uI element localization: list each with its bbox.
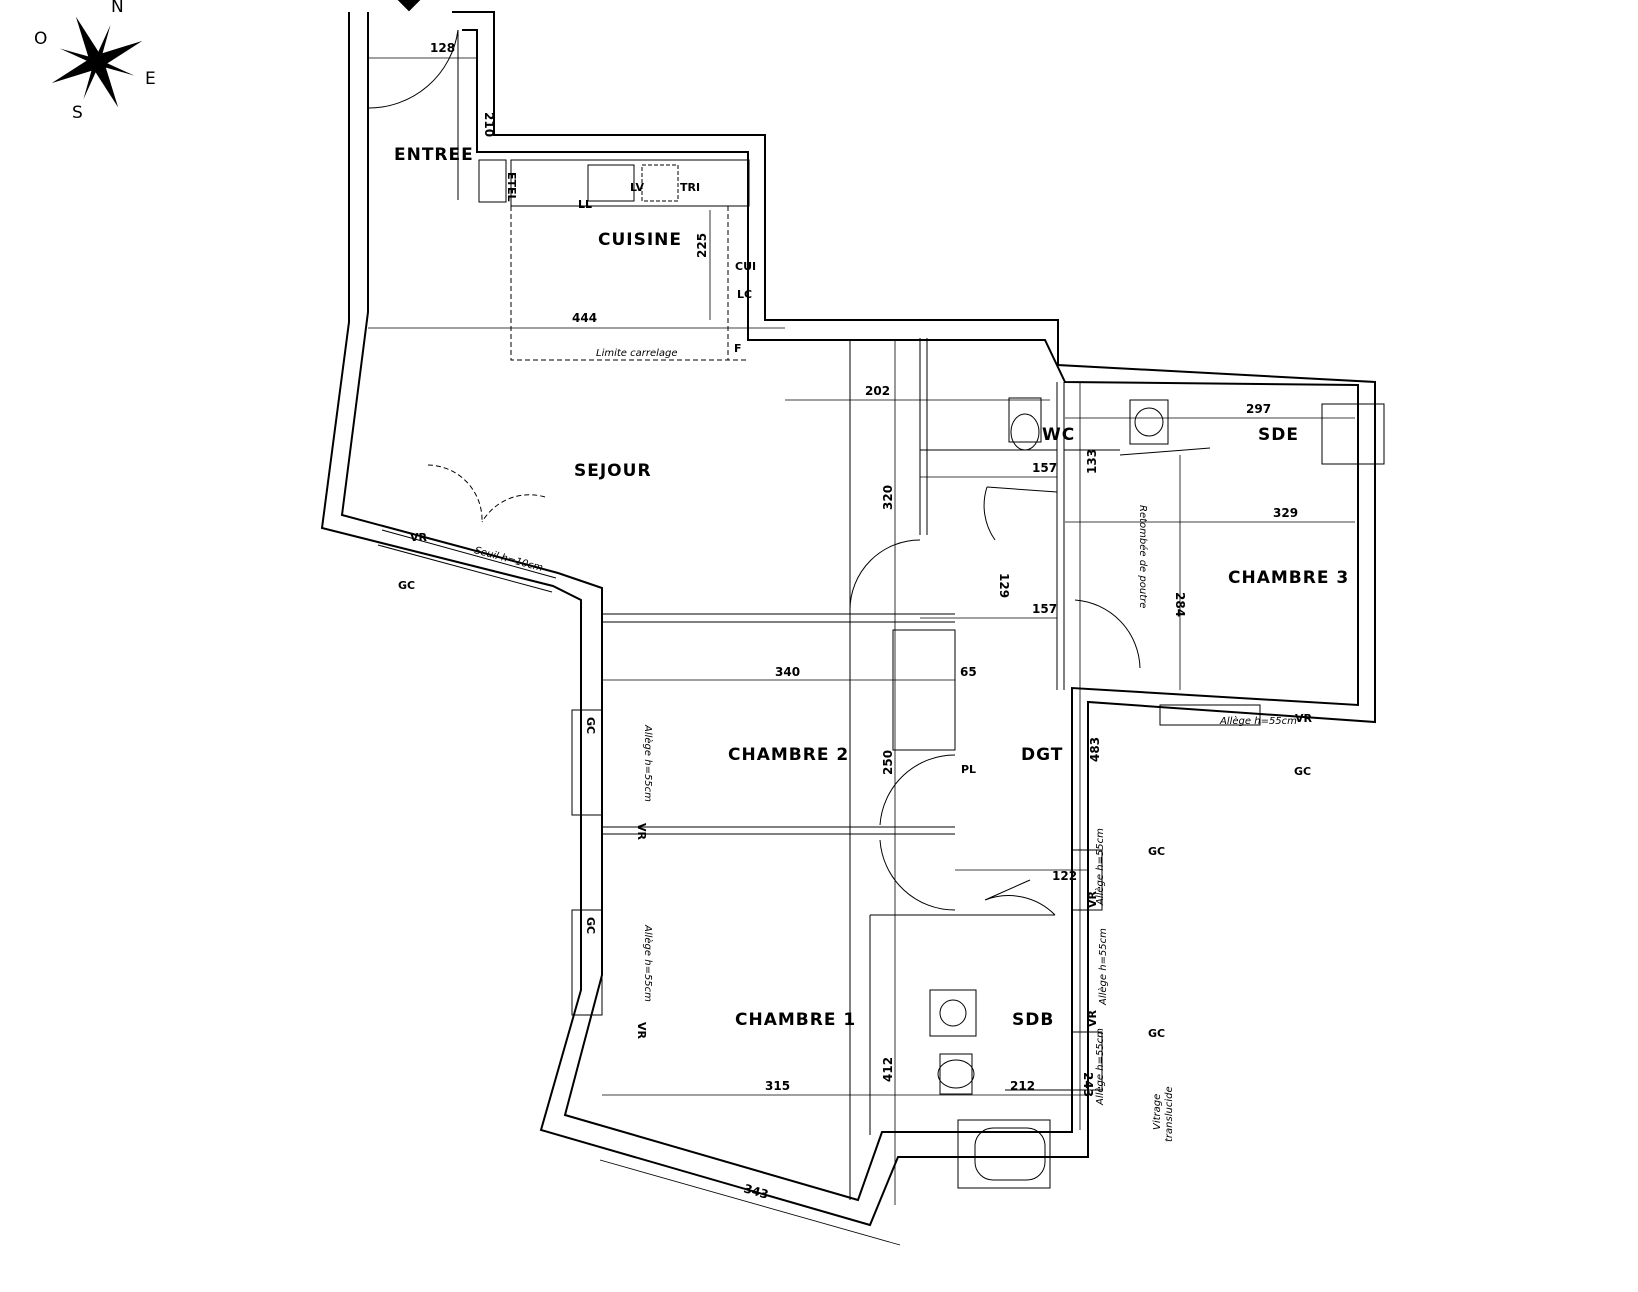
note-seuil: Seuil h=10cm [473, 545, 544, 574]
fixture-label-gc-sdb: GC [1148, 1027, 1165, 1040]
dim-label-483: 483 [1088, 737, 1102, 762]
compass-label-n: N [111, 0, 124, 17]
note-translucide: translucide [1164, 1086, 1175, 1142]
room-labels: ENTREE CUISINE SEJOUR WC SDE CHAMBRE 3 C… [394, 145, 1349, 1030]
dim-label-212: 212 [1010, 1079, 1035, 1093]
dim-label-128: 128 [430, 41, 455, 55]
room-label-sdb: SDB [1012, 1010, 1054, 1030]
fixture-label-vr-chambre3: VR [1295, 712, 1313, 725]
fixture-label-f: F [734, 342, 742, 355]
room-label-cuisine: CUISINE [598, 230, 682, 250]
dim-label-202: 202 [865, 384, 890, 398]
dim-label-284: 284 [1173, 592, 1187, 617]
fixture-label-vr-chambre2: VR [635, 823, 648, 841]
fixture-label-gc-sejour: GC [398, 579, 415, 592]
exterior-walls [320, 0, 1376, 1227]
dim-label-315: 315 [765, 1079, 790, 1093]
fixture-label-lv: LV [630, 181, 644, 194]
dimension-labels: 128 210 225 444 202 320 157 133 297 329 … [430, 41, 1298, 1202]
fixture-label-vr-sejour: VR [410, 531, 428, 544]
compass-label-e: E [145, 69, 156, 89]
fixture-label-cui: CUI [735, 260, 756, 273]
doors [367, 29, 1141, 916]
fixture-label-vr-chambre1: VR [635, 1022, 648, 1040]
fixture-label-tri: TRI [680, 181, 700, 194]
room-label-dgt: DGT [1021, 745, 1063, 765]
fixture-label-vr-sdb: VR [1086, 1009, 1099, 1027]
room-label-chambre3: CHAMBRE 3 [1228, 568, 1349, 588]
dim-label-343: 343 [742, 1181, 770, 1201]
note-allege-sdb: Allège h=55cm [1094, 1028, 1106, 1106]
compass-rose [51, 16, 143, 108]
windows [377, 529, 1261, 1091]
dim-label-122: 122 [1052, 869, 1077, 883]
dim-label-320: 320 [881, 485, 895, 510]
note-allege-chambre3: Allège h=55cm [1219, 715, 1297, 727]
fixture-label-ll: LL [578, 198, 592, 211]
note-allege-chambre1: Allège h=55cm [642, 924, 654, 1002]
dim-label-129: 129 [997, 573, 1011, 598]
room-label-sejour: SEJOUR [574, 461, 652, 481]
dim-label-340: 340 [775, 665, 800, 679]
room-label-wc: WC [1042, 425, 1075, 445]
entry-arrow-icon [397, 0, 421, 12]
dim-label-210: 210 [482, 112, 496, 137]
dim-label-297: 297 [1246, 402, 1271, 416]
dim-label-65: 65 [960, 665, 977, 679]
dim-label-225: 225 [695, 233, 709, 258]
dim-label-133: 133 [1085, 449, 1099, 474]
note-allege-dgt: Allège h=55cm [1094, 828, 1106, 906]
fixture-labels: ETEL LL LV TRI CUI LC F PL VR GC GC VR G… [398, 172, 1313, 1040]
fixture-label-lc: LC [737, 288, 752, 301]
dim-label-250: 250 [881, 750, 895, 775]
dim-label-444: 444 [572, 311, 597, 325]
fixture-label-gc-chambre2: GC [584, 717, 597, 734]
note-retombee: Retombée de poutre [1137, 505, 1149, 608]
fixture-label-etel: ETEL [505, 172, 518, 202]
note-vitrage: Vitrage [1152, 1094, 1163, 1130]
fixture-label-gc-chambre1: GC [584, 917, 597, 934]
fixture-label-gc-chambre3: GC [1294, 765, 1311, 778]
dim-label-412: 412 [881, 1057, 895, 1082]
dim-label-329: 329 [1273, 506, 1298, 520]
compass-label-s: S [72, 103, 83, 123]
room-label-chambre2: CHAMBRE 2 [728, 745, 849, 765]
compass-label-o: O [34, 29, 47, 49]
fixture-label-gc-dgt: GC [1148, 845, 1165, 858]
dim-label-243: 243 [1081, 1072, 1095, 1097]
room-label-sde: SDE [1258, 425, 1299, 445]
interior-partitions [602, 338, 1211, 1200]
note-limite-carrelage: Limite carrelage [596, 348, 678, 359]
room-label-chambre1: CHAMBRE 1 [735, 1010, 856, 1030]
note-allege-chambre2a: Allège h=55cm [642, 724, 654, 802]
fixture-label-pl: PL [961, 763, 976, 776]
note-allege-extra: Allège h=55cm [1097, 928, 1109, 1006]
fixture-shapes [478, 159, 1385, 1189]
dimension-lines [368, 57, 1355, 1246]
dim-label-157b: 157 [1032, 602, 1057, 616]
fixture-label-vr-dgt: VR [1086, 890, 1099, 908]
room-label-entree: ENTREE [394, 145, 474, 165]
dim-label-157a: 157 [1032, 461, 1057, 475]
